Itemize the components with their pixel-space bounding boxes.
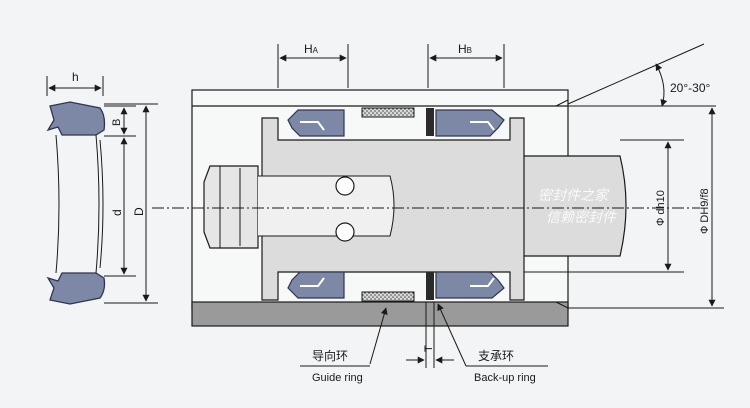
label-B: B [111,119,123,126]
label-T: T [423,345,435,352]
seal-profile-upper [46,101,106,136]
piston-nut [203,165,259,249]
assembly: HA HB 20°-30° Ф dh10 Ф DH9/f8 T 导向环 Guid… [152,42,724,384]
label-HA-main: H [304,42,313,56]
seal-cross-section: h B d D [46,70,158,305]
guide-ring-leader [369,307,388,365]
label-angle: 20°-30° [670,81,710,95]
label-h: h [72,70,79,84]
watermark-line2: 信赖密封件 [546,210,617,226]
label-backup-zh: 支承环 [478,349,514,363]
seal-lower-right-lip [470,277,495,287]
label-dh10: Ф dh10 [655,190,667,226]
label-HB-sub: B [467,46,472,55]
label-HB-main: H [458,42,467,56]
backup-ring-leader [437,303,467,367]
bore-chamfer [555,99,569,309]
guide-ring-lower [361,291,415,302]
cylinder-wall-bottom [191,301,569,327]
label-d: d [110,209,124,216]
label-D: D [132,207,146,216]
seal-upper-left-lip [300,121,325,131]
seal-lower-left-lip [300,277,325,287]
piston-rod [519,155,627,257]
angle-arc [655,63,668,107]
angle-line-slope [567,43,705,105]
backup-ring-upper [426,108,434,136]
label-guide-en: Guide ring [312,372,363,384]
label-HA: HA [304,42,319,56]
label-guide-zh: 导向环 [312,348,348,363]
guide-ring-upper [361,107,415,118]
ball-upper [335,176,355,196]
seal-upper-right-lip [470,121,495,131]
piston-center-bore [258,175,395,237]
ball-lower [335,222,355,242]
label-backup-en: Back-up ring [474,372,536,384]
backup-ring-lower [426,272,434,300]
label-HA-sub: A [313,46,319,55]
watermark-line1: 密封件之家 [538,188,610,204]
label-DH9f8: Ф DH9/f8 [699,188,711,234]
seal-profile-lower [46,272,106,305]
seal-ring-body [55,134,104,274]
label-HB: HB [458,42,472,56]
